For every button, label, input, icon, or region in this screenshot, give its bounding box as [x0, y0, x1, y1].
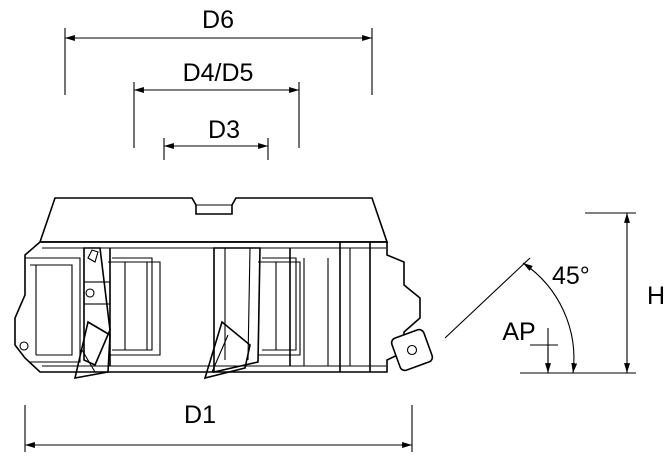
d6-label: D6 — [202, 6, 234, 34]
d1-dimension: D1 — [24, 401, 413, 452]
d6-dimension: D6 — [64, 6, 373, 95]
angle-dimension: 45° — [444, 257, 620, 374]
d4-d5-label: D4/D5 — [183, 59, 254, 87]
h-label: H — [647, 282, 665, 310]
insert-detail — [390, 328, 434, 372]
h-dimension: H — [585, 212, 665, 374]
d3-dimension: D3 — [163, 116, 269, 160]
cutter-body — [14, 197, 421, 380]
d4-d5-dimension: D4/D5 — [133, 59, 300, 148]
angle-label: 45° — [552, 262, 590, 290]
ap-label: AP — [502, 318, 535, 346]
ap-dimension: AP — [502, 318, 558, 373]
d3-label: D3 — [208, 116, 240, 144]
d1-label: D1 — [184, 401, 216, 429]
